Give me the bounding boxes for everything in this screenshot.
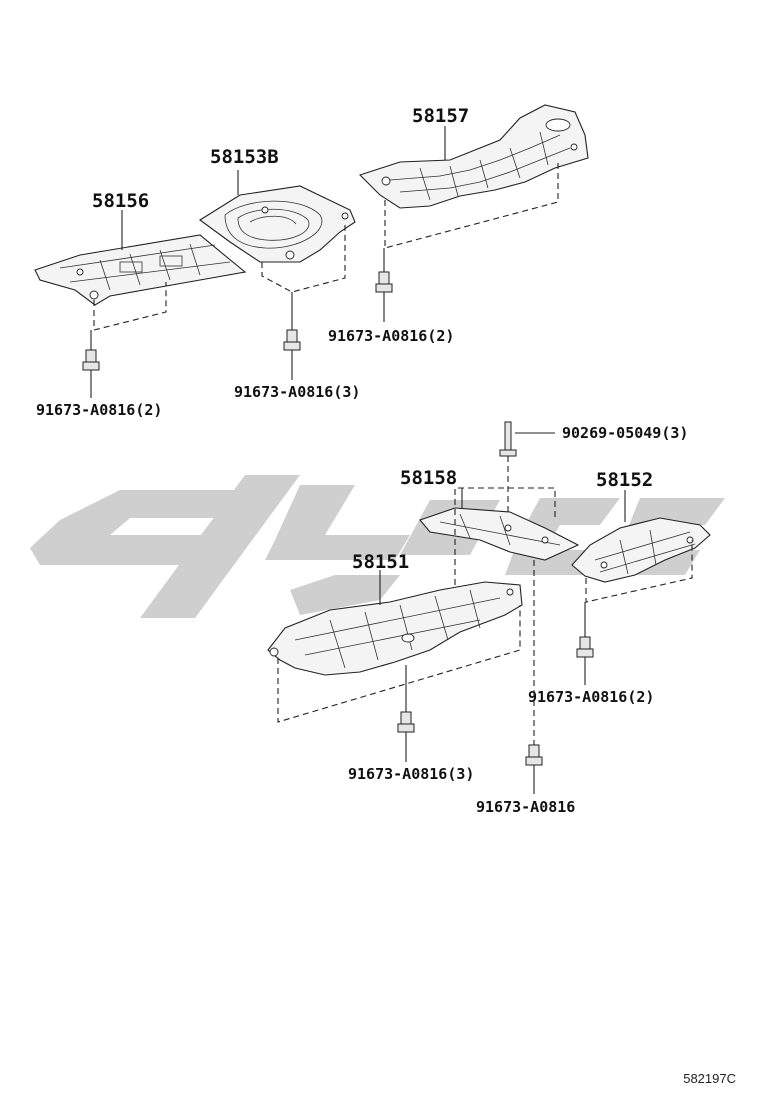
part-58153b-shield [199,185,356,263]
part-number-58157: 58157 [412,105,469,127]
fastener-label-f4: 90269-05049(3) [562,424,688,442]
part-number-58152: 58152 [596,469,653,491]
fastener-label-f5: 91673-A0816(2) [528,688,654,706]
fastener-label-f7: 91673-A0816 [476,798,575,816]
fastener-label-f6: 91673-A0816(3) [348,765,474,783]
part-58151-shield [267,581,523,676]
part-58156-shield [34,234,247,306]
part-number-58158: 58158 [400,467,457,489]
bolt-icon [283,292,301,380]
part-58152-shield [571,517,711,583]
part-number-58151: 58151 [352,551,409,573]
diagram-reference-code: 582197C [683,1071,736,1086]
fastener-label-f2: 91673-A0816(3) [234,383,360,401]
part-58157-shield [358,104,589,209]
fastener-label-f3: 91673-A0816(2) [328,327,454,345]
part-58158-shield [419,507,580,561]
bolt-icon [397,665,415,762]
part-number-58156: 58156 [92,190,149,212]
bolt-icon [82,330,100,398]
clip-icon [499,421,555,457]
bolt-icon [375,248,393,322]
part-number-58153b: 58153B [210,146,279,168]
bolt-icon [576,602,594,685]
bolt-icon [525,744,543,794]
fastener-label-f1: 91673-A0816(2) [36,401,162,419]
